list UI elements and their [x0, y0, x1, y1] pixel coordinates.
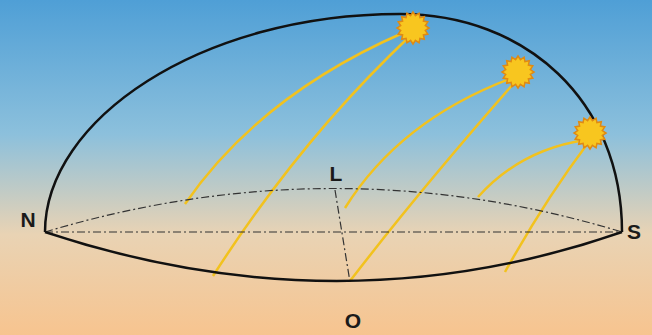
sun-ray	[505, 143, 588, 272]
horizon-arc	[45, 189, 622, 233]
direction-label: O	[345, 310, 361, 331]
horizon-front	[45, 232, 622, 281]
sun-symbol	[574, 117, 606, 149]
dome-outline	[45, 14, 622, 232]
sun-ray	[213, 36, 410, 276]
direction-label: N	[20, 209, 35, 230]
sun-rays	[185, 32, 588, 281]
sun-symbol	[397, 12, 429, 44]
sun-ray	[350, 82, 515, 281]
east-west-line	[335, 190, 350, 282]
direction-label: L	[330, 163, 343, 184]
direction-label: S	[627, 221, 641, 242]
sun-ray	[185, 32, 405, 204]
sun-symbol	[502, 56, 534, 88]
north-south-line	[45, 231, 622, 232]
